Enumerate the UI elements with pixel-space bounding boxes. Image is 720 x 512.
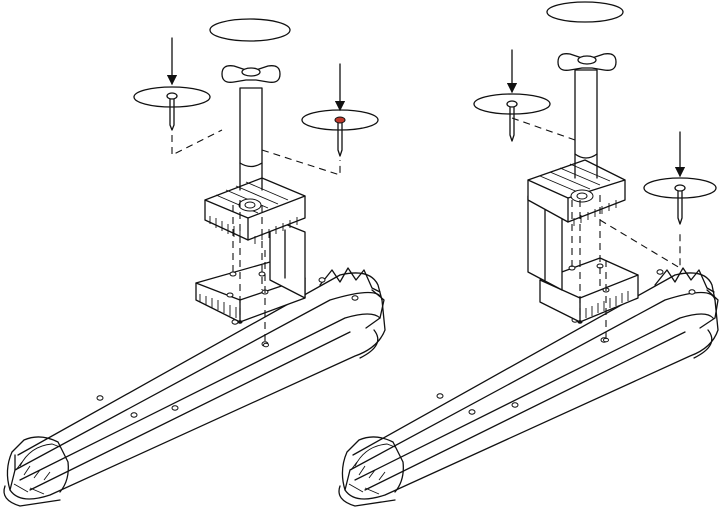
left-guide-lines (171, 129, 341, 345)
thumb-knob (221, 65, 281, 191)
thumb-knob (557, 53, 617, 179)
screw-icon (506, 100, 686, 225)
left-bracket (195, 177, 306, 348)
right-assembly (338, 1, 719, 507)
right-transducer (338, 267, 719, 507)
screw-icon (166, 92, 346, 157)
left-assembly (3, 18, 386, 507)
rotation-arrow-icon (473, 1, 717, 199)
left-transducer (3, 267, 386, 507)
down-arrow-icon (506, 49, 686, 178)
down-arrow-icon (166, 37, 346, 112)
right-bracket (527, 159, 639, 343)
